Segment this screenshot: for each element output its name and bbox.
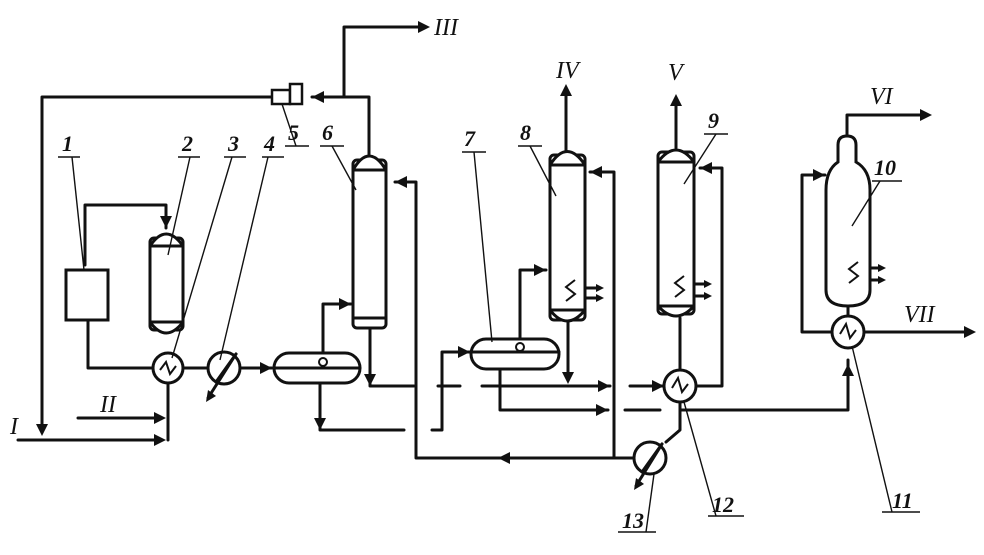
unit-7-separator xyxy=(469,337,561,371)
stream-labels: I II III IV V VI VII xyxy=(9,15,936,440)
stream-III: III xyxy=(433,15,459,41)
label-7: 7 xyxy=(464,126,476,151)
stream-IV: IV xyxy=(555,58,581,84)
label-1: 1 xyxy=(62,131,73,156)
label-4: 4 xyxy=(263,131,275,156)
unit-2-vessel xyxy=(148,232,185,335)
stream-VI: VI xyxy=(870,84,894,110)
label-11: 11 xyxy=(892,488,913,513)
unit-10-vessel xyxy=(824,134,886,308)
unit-12-exchanger xyxy=(662,368,698,404)
equipment-labels: 1 2 3 4 5 6 7 8 9 10 11 12 13 xyxy=(62,108,913,533)
label-12: 12 xyxy=(712,492,734,517)
label-3: 3 xyxy=(227,131,239,156)
unit-8-column xyxy=(548,150,604,323)
unit-4-cooler xyxy=(206,350,242,402)
stream-I: I xyxy=(9,414,19,440)
label-9: 9 xyxy=(708,108,719,133)
stream-VII: VII xyxy=(904,302,936,328)
label-8: 8 xyxy=(520,120,531,145)
stream-V: V xyxy=(668,60,685,86)
label-5: 5 xyxy=(288,120,299,145)
unit-11-exchanger xyxy=(830,314,866,350)
unit-5-valve xyxy=(270,82,304,106)
label-2: 2 xyxy=(181,131,193,156)
stream-II: II xyxy=(99,392,117,418)
flow-arrows xyxy=(36,21,976,464)
unit-13-cooler xyxy=(632,440,668,490)
unit-9-column xyxy=(656,148,712,318)
unit-6-column xyxy=(351,154,388,330)
unit-3-exchanger xyxy=(151,351,185,385)
label-10: 10 xyxy=(874,155,896,180)
horizontal-separator-a xyxy=(272,351,362,385)
unit-1-box xyxy=(64,268,110,322)
label-13: 13 xyxy=(622,508,644,533)
label-6: 6 xyxy=(322,120,333,145)
leader-lines xyxy=(58,103,920,533)
